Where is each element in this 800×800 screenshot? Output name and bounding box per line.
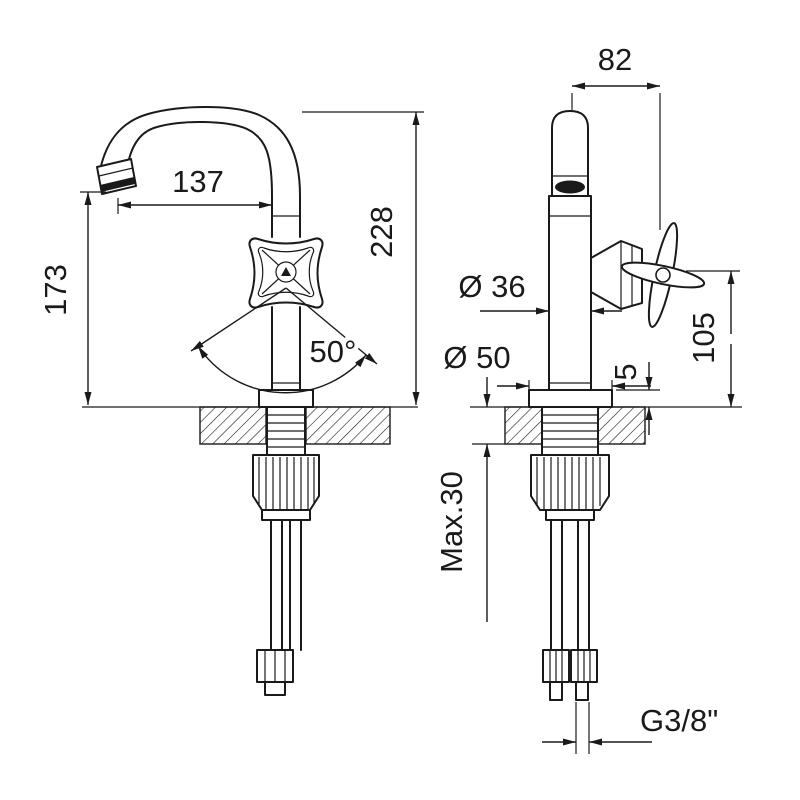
dim-total-height-228: 228 [302,111,424,405]
dim-base-diameter-50: Ø 50 [443,340,651,396]
supply-hoses-front [270,519,302,651]
dim-outlet-height-label: 173 [38,264,73,316]
dim-flange-height-label: 5 [608,363,643,380]
supply-hoses-side [550,519,590,651]
dim-swivel-angle-50: 50° [190,287,378,394]
dim-max-mounting-thickness: Max.30 [434,377,491,622]
dim-handle-height-105: 105 [686,270,740,407]
body-side [528,195,613,408]
mounting-hardware-front [252,406,320,521]
mounting-hardware-side [530,406,610,521]
body-front [258,306,314,408]
dim-swivel-angle-label: 50° [310,334,357,369]
counter-cross-section [82,406,742,445]
handle-front [248,237,324,309]
dim-flange-height-5: 5 [608,362,660,435]
valve-and-handle-side [590,222,706,328]
dim-outlet-height-173: 173 [38,191,106,405]
dim-body-diameter-label: Ø 36 [458,269,525,304]
faucet-side-view [528,110,706,701]
dim-base-diameter-label: Ø 50 [443,340,510,375]
dim-handle-height-label: 105 [686,312,721,364]
dim-thread-g38: G3/8" [542,702,718,754]
spout-side [551,110,589,197]
dim-max-thickness-label: Max.30 [434,471,469,573]
dim-top-offset-82: 82 [571,42,661,230]
spout-front [96,106,301,238]
faucet-front-view [96,106,324,696]
hose-connectors-side [542,649,598,701]
dim-body-diameter-36: Ø 36 [458,269,622,315]
hose-connector-front [256,649,294,696]
dim-top-offset-label: 82 [598,42,632,77]
dim-total-height-label: 228 [364,206,399,258]
dim-reach-137: 137 [117,164,272,214]
dimension-annotations: 137 173 228 50° 82 [38,42,740,754]
dim-thread-label: G3/8" [640,703,718,738]
dim-reach-label: 137 [172,164,224,199]
